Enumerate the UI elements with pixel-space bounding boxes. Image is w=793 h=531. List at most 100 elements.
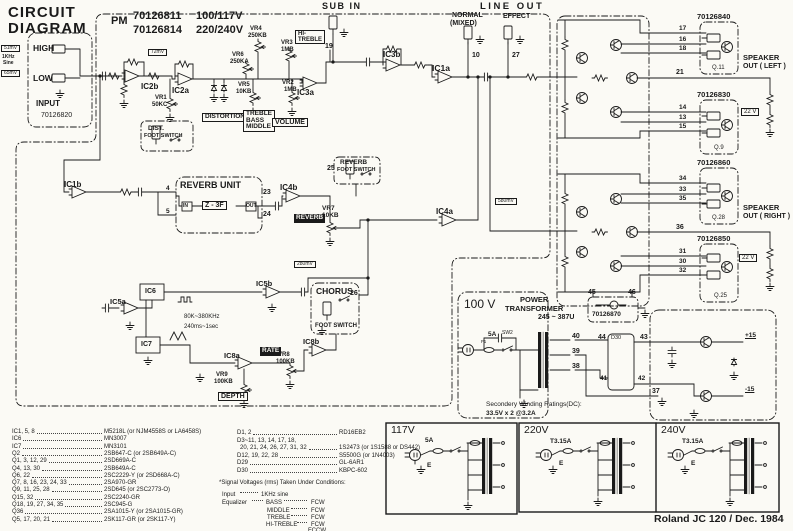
power-100v-label: 100 V: [464, 297, 496, 311]
vr8-value: 100KB: [276, 359, 295, 365]
reverb-badge: REVERB: [294, 214, 326, 223]
mixer-lineout-wiring: [98, 15, 561, 84]
vr1-value: 50KC: [152, 102, 168, 108]
input-low-label: LOW: [33, 73, 53, 83]
vr5-value: 10KB: [236, 89, 252, 95]
part-ref: Q2: [12, 450, 21, 457]
ic1b-label: IC1b: [64, 180, 82, 189]
leader-dots: [48, 458, 102, 464]
pin-13: 13: [679, 114, 687, 121]
leader-dots: [68, 480, 102, 486]
ic5b-label: IC5b: [256, 279, 273, 288]
transistor-q9-label: Q.9: [714, 145, 724, 151]
sheet-footer-credit: Roland JC 120 / Dec. 1984: [654, 513, 784, 525]
part-ref: Q36: [12, 509, 24, 516]
vr3-name: VR3: [281, 40, 293, 46]
signal-level-badge-high: 51mV: [1, 45, 21, 52]
reverb-footswitch-line2: FOOT SWITCH: [337, 167, 376, 173]
pin-14: 14: [679, 104, 687, 111]
distortion-label: DISTORTION: [202, 113, 248, 122]
ic8b-label: IC8b: [303, 337, 320, 346]
cond-hi-treble-value: FCW: [311, 522, 325, 528]
minus-15v-rail-label: -15: [745, 386, 755, 393]
vr6-name: VR6: [232, 52, 244, 58]
part-value: 1S2473 (or 1S1588 or DS442): [339, 445, 421, 451]
treble-label: TREBLE: [246, 110, 272, 117]
part-ref: IC7: [12, 443, 22, 450]
sheet-title-line2: DIAGRAM: [8, 20, 87, 37]
speaker-out-right-line2: OUT ( RIGHT ): [743, 213, 791, 220]
leader-dots: [51, 487, 102, 493]
signal-level-badge-280mv: 280mV: [294, 261, 316, 268]
part-value: KBPC-602: [339, 467, 368, 474]
power-amp-right-wiring: [489, 76, 771, 293]
vr2-name: VR2: [282, 80, 294, 86]
pm-voltage-1: 100/117V: [196, 10, 243, 22]
ic3b-label: IC3b: [383, 50, 401, 59]
speaker-voltage-badge-right: 22 V: [739, 254, 758, 262]
part-value: 2SA970-GR: [104, 480, 137, 487]
leader-dots: [52, 517, 102, 522]
line-out-normal-label: NORMAL: [452, 12, 483, 19]
speaker-voltage-badge-left: 22 V: [741, 108, 760, 116]
part-value: 2SK117-GR (or 2SK117-Y): [104, 516, 176, 523]
chorus-wiring: [101, 218, 370, 408]
mains-117v-earth-label: E: [427, 462, 432, 469]
part-ref: Q1, 3, 12, 29: [12, 458, 47, 465]
part-ref: D12, 19, 22, 28: [237, 452, 279, 459]
power-transformer-rating: 245 ~ 387U: [538, 314, 575, 321]
signal-source-line1: 1KHz: [2, 54, 15, 60]
reverb-tank-model: Z - 3F: [202, 201, 227, 210]
board-id-70126840: 70126840: [697, 12, 731, 21]
leader-dots: [32, 473, 102, 478]
mains-117v-label: 117V: [391, 424, 415, 436]
part-value: 2SC2240-GR: [104, 494, 141, 501]
pin-4: 4: [166, 185, 170, 192]
dist-footswitch-line2: FOOT SWITCH: [144, 133, 183, 139]
part-ref: Q15, 32: [12, 494, 34, 501]
vr5-name: VR5: [238, 82, 250, 88]
cond-input-value: 1KHz sine: [261, 492, 289, 498]
part-ref: D1, 2: [237, 430, 252, 436]
leader-dots: [284, 500, 307, 501]
chorus-lfo-annotation: 240ms~1sec: [184, 324, 219, 330]
transistor-q11-label: Q.11: [712, 65, 725, 71]
speaker-out-left-line1: SPEAKER: [743, 53, 780, 62]
tone-stack-wiring: [239, 39, 331, 116]
reverb-wiring: [63, 75, 479, 246]
pm-board-id-2: 70126814: [133, 24, 182, 36]
part-ref: Q6, 22: [12, 472, 31, 479]
part-value: MN3101: [104, 443, 127, 450]
pm-label: PM: [111, 15, 128, 27]
cond-middle-value: FCW: [311, 508, 325, 514]
part-ref: IC6: [12, 436, 22, 443]
cond-treble-value: FCW: [311, 515, 325, 521]
leader-dots: [22, 451, 102, 456]
power-transformer-line2: TRANSFORMER: [505, 304, 564, 313]
pin-42: 42: [638, 375, 646, 382]
leader-dots: [291, 515, 307, 516]
leader-dots: [35, 495, 102, 500]
signal-level-badge-low: 65mV: [1, 70, 21, 77]
chorus-footswitch-line2: FOOT SWITCH: [315, 323, 357, 329]
pin-35: 35: [679, 195, 687, 202]
leader-dots: [42, 466, 102, 471]
cond-bass-label: BASS: [266, 500, 283, 506]
part-value: S5500G (or 1N4003): [339, 452, 395, 459]
pin-30: 30: [679, 258, 687, 265]
part-value: 2SC2229-Y (or 2SD668A-C): [104, 472, 180, 479]
pin-27: 27: [512, 52, 520, 59]
vr8-name: VR8: [278, 352, 290, 358]
part-value: 2SD669A-C: [104, 458, 137, 465]
signal-source-line2: Sine: [3, 60, 14, 66]
reverb-footswitch-line1: REVERB: [340, 159, 368, 166]
leader-dots: [253, 430, 337, 435]
mains-220v-wiring: [518, 422, 780, 513]
speaker-out-left-line2: OUT ( LEFT ): [743, 63, 786, 70]
pin-18: 18: [679, 45, 687, 52]
